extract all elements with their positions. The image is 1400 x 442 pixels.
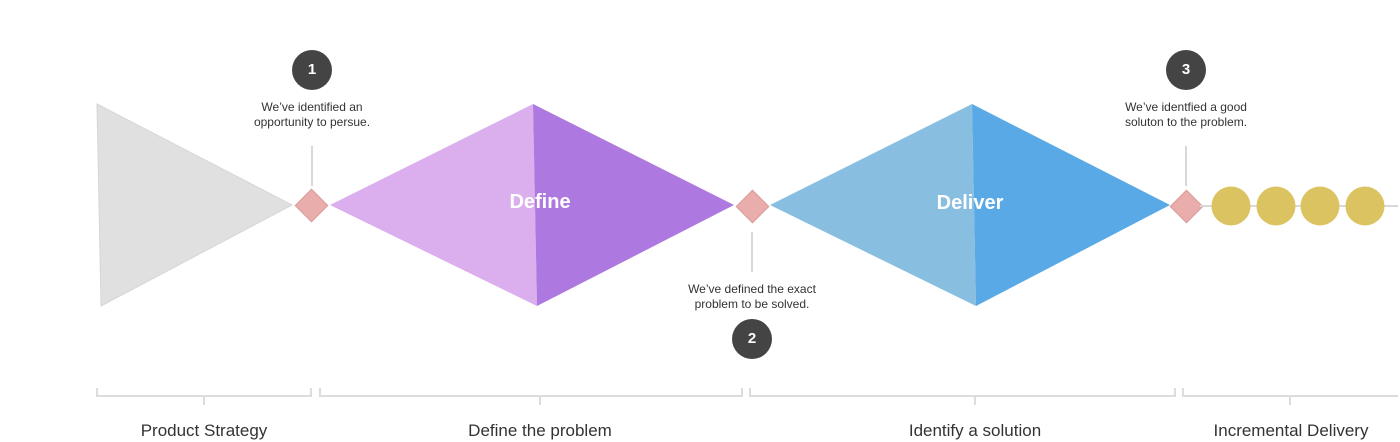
phase-label-product-strategy: Product Strategy <box>140 421 268 440</box>
phase-bracket-define <box>319 388 743 405</box>
milestone-note-3-line-1: We’ve identfied a good <box>1125 100 1247 114</box>
milestone-note-3: We’ve identfied a good soluton to the pr… <box>1066 100 1306 130</box>
phase-bracket-solution <box>749 388 1176 405</box>
phase-label-define-problem: Define the problem <box>468 421 612 440</box>
delivery-dot-2 <box>1256 186 1296 226</box>
phase-bracket-strategy <box>96 388 312 405</box>
milestone-note-1-line-2: opportunity to persue. <box>253 115 371 129</box>
delivery-dot-1 <box>1211 186 1251 226</box>
phase-label-incremental-delivery: Incremental Delivery <box>1213 421 1369 440</box>
delivery-dot-3 <box>1300 186 1340 226</box>
gate-diamond-3 <box>1169 189 1204 224</box>
milestone-note-1: We’ve identified an opportunity to persu… <box>192 100 432 130</box>
milestone-note-2: We’ve defined the exact problem to be so… <box>632 282 872 312</box>
define-diamond-left <box>330 104 537 306</box>
deliver-diamond-label: Deliver <box>936 192 1004 214</box>
delivery-dot-4 <box>1345 186 1385 226</box>
define-diamond-right <box>533 104 734 306</box>
milestone-badge-1: 1 <box>292 50 332 90</box>
gate-diamond-1 <box>294 188 329 223</box>
strategy-triangle <box>96 103 294 307</box>
gate-diamond-2 <box>735 189 770 224</box>
milestone-note-1-line-1: We’ve identified an <box>261 100 363 114</box>
milestone-badge-3: 3 <box>1166 50 1206 90</box>
deliver-diamond-left <box>770 104 976 306</box>
phase-bracket-delivery <box>1182 388 1398 405</box>
milestone-note-2-line-1: We’ve defined the exact <box>688 282 816 296</box>
milestone-note-3-line-2: soluton to the problem. <box>1124 115 1248 129</box>
milestone-note-2-line-2: problem to be solved. <box>694 297 810 311</box>
define-diamond-label: Define <box>509 191 571 213</box>
phase-label-identify-solution: Identify a solution <box>908 421 1042 440</box>
milestone-badge-2: 2 <box>732 319 772 359</box>
deliver-diamond-right <box>972 104 1170 306</box>
